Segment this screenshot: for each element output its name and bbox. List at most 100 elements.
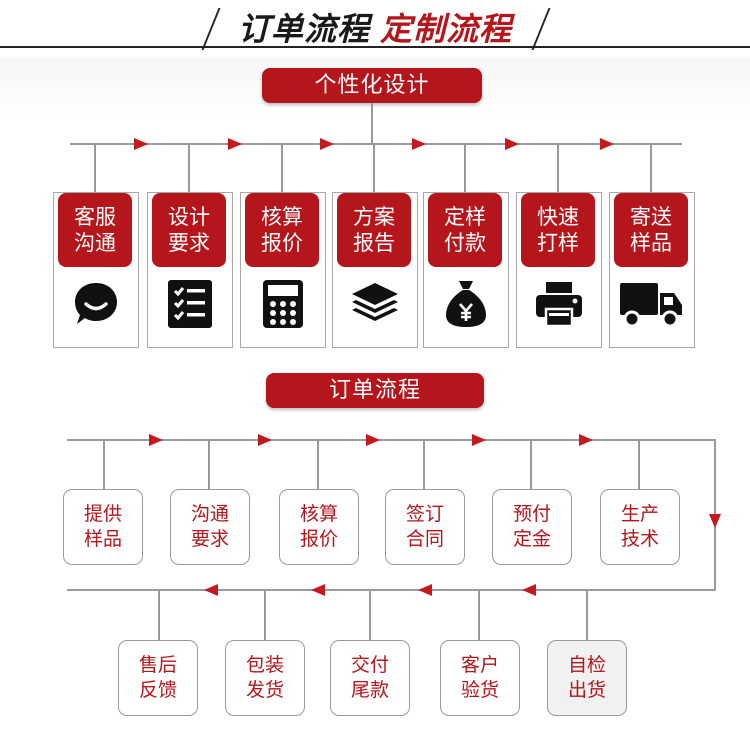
order-step-quotation: 核算 报价	[279, 489, 359, 565]
calculator-icon	[263, 280, 303, 328]
step-label-line2: 打样	[537, 231, 579, 255]
step-label-line1: 定样	[444, 205, 486, 229]
step-label: 定样 付款	[428, 193, 502, 267]
order-arrow-top-2	[258, 434, 272, 446]
step-card-fast-proofing: 快速 打样	[516, 192, 602, 348]
section1-trunk-line	[371, 103, 373, 144]
step-label: 快速 打样	[521, 193, 595, 267]
order-flow-bottom-line	[67, 589, 716, 591]
step-label: 方案 报告	[337, 193, 411, 267]
section1-arrow-1	[134, 138, 148, 150]
chat-bubble-icon	[75, 283, 117, 324]
section1-arrow-3	[320, 138, 334, 150]
order-arrow-bottom-1	[204, 584, 218, 596]
order-step-after-sales: 售后 反馈	[118, 640, 198, 716]
row1-drop-5	[530, 440, 532, 489]
checklist-icon	[168, 280, 212, 328]
order-flow-top-line	[67, 439, 716, 441]
section1-drop-3	[281, 144, 283, 192]
order-step-line2: 出货	[567, 679, 606, 701]
step-card-customer-service: 客服 沟通	[53, 192, 139, 348]
order-step-line2: 定金	[512, 528, 551, 550]
order-step-line2: 报价	[299, 528, 338, 550]
step-label-line1: 快速	[537, 205, 579, 229]
step-label-line2: 样品	[630, 231, 672, 255]
step-card-quotation: 核算 报价	[240, 192, 326, 348]
order-step-line1: 沟通	[190, 503, 229, 525]
printer-icon	[536, 282, 582, 328]
order-step-line2: 反馈	[138, 679, 177, 701]
row1-drop-1	[103, 440, 105, 489]
row2-drop-2	[264, 590, 266, 640]
step-card-send-samples: 寄送 样品	[609, 192, 695, 348]
row2-drop-1	[158, 590, 160, 640]
order-step-line2: 样品	[83, 528, 122, 550]
order-step-line1: 售后	[138, 654, 177, 676]
step-label: 设计 要求	[152, 193, 226, 267]
order-arrow-top-1	[149, 434, 163, 446]
order-step-line2: 要求	[190, 528, 229, 550]
row1-drop-4	[423, 440, 425, 489]
title-custom-process: 定制流程	[380, 10, 513, 48]
order-step-line1: 预付	[512, 503, 551, 525]
order-step-final-payment: 交付 尾款	[330, 640, 410, 716]
step-card-design-requirements: 设计 要求	[147, 192, 233, 348]
order-step-line1: 客户	[460, 654, 499, 676]
order-step-line1: 交付	[350, 654, 389, 676]
order-arrow-top-4	[472, 434, 486, 446]
header-rule	[0, 46, 750, 48]
step-label-line1: 客服	[74, 205, 116, 229]
order-step-line1: 提供	[83, 503, 122, 525]
order-step-communicate: 沟通 要求	[170, 489, 250, 565]
section1-drop-6	[557, 144, 559, 192]
step-label-line2: 沟通	[74, 231, 116, 255]
order-step-line2: 合同	[405, 528, 444, 550]
truck-icon	[620, 283, 682, 328]
order-step-sign-contract: 签订 合同	[385, 489, 465, 565]
section1-drop-5	[464, 144, 466, 192]
row2-drop-3	[369, 590, 371, 640]
section1-arrow-6	[600, 138, 614, 150]
order-arrow-bottom-4	[522, 584, 536, 596]
row2-drop-5	[586, 590, 588, 640]
money-bag-icon	[446, 281, 486, 327]
section1-drop-2	[188, 144, 190, 192]
section1-title: 个性化设计	[262, 68, 482, 103]
order-arrow-down	[709, 514, 721, 528]
step-label-line2: 报告	[353, 231, 395, 255]
section1-drop-1	[94, 144, 96, 192]
order-arrow-top-3	[366, 434, 380, 446]
order-step-line2: 尾款	[350, 679, 389, 701]
row1-drop-6	[638, 440, 640, 489]
row1-drop-3	[317, 440, 319, 489]
section2-title: 订单流程	[266, 373, 484, 408]
step-label-line2: 要求	[168, 231, 210, 255]
step-label-line1: 方案	[353, 205, 395, 229]
step-label-line1: 核算	[261, 205, 303, 229]
order-step-line1: 核算	[299, 503, 338, 525]
order-arrow-bottom-3	[418, 584, 432, 596]
order-step-customer-inspection: 客户 验货	[440, 640, 520, 716]
order-arrow-bottom-2	[311, 584, 325, 596]
order-step-production: 生产 技术	[600, 489, 680, 565]
page-title: 订单流程定制流程	[0, 4, 750, 50]
step-label-line2: 付款	[444, 231, 486, 255]
order-step-line2: 验货	[460, 679, 499, 701]
order-step-provide-sample: 提供 样品	[63, 489, 143, 565]
order-step-pack-ship: 包装 发货	[225, 640, 305, 716]
order-step-self-inspection: 自检 出货	[547, 640, 627, 716]
section1-arrow-4	[412, 138, 426, 150]
order-step-line1: 签订	[405, 503, 444, 525]
layers-icon	[352, 283, 398, 321]
step-label: 核算 报价	[245, 193, 319, 267]
step-label: 寄送 样品	[614, 193, 688, 267]
order-step-line1: 生产	[620, 503, 659, 525]
row2-drop-4	[478, 590, 480, 640]
step-card-sample-payment: 定样 付款	[423, 192, 509, 348]
section1-arrow-5	[505, 138, 519, 150]
section1-drop-4	[373, 144, 375, 192]
step-card-proposal: 方案 报告	[332, 192, 418, 348]
row1-drop-2	[208, 440, 210, 489]
order-step-line2: 技术	[620, 528, 659, 550]
step-label: 客服 沟通	[58, 193, 132, 267]
